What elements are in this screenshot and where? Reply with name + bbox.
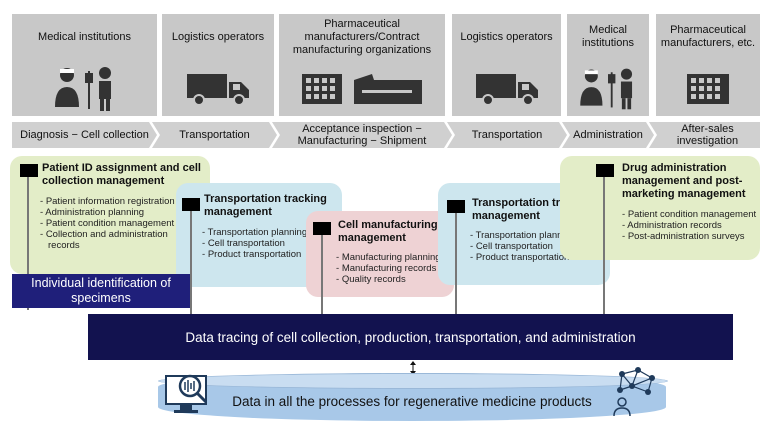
data-tracing-bar: Data tracing of cell collection, product… xyxy=(88,314,733,360)
list-item: Patient information registration xyxy=(40,196,190,207)
cell-mfg-items: Manufacturing planning Manufacturing rec… xyxy=(336,252,452,285)
list-item: Administration planning xyxy=(40,207,190,218)
panel-title-transportation-1: Transportation tracking management xyxy=(204,193,327,218)
list-item: Product transportation xyxy=(202,249,332,260)
stage-diagnosis-cell-collection: Diagnosis − Cell collection xyxy=(12,122,157,148)
truck-icon xyxy=(183,60,253,116)
stage-transportation-1: Transportation xyxy=(152,122,277,148)
list-item: Quality records xyxy=(336,274,452,285)
flag-pole xyxy=(27,170,29,310)
list-item: Cell transportation xyxy=(202,238,332,249)
list-item: Post-administration surveys xyxy=(622,231,758,242)
flag-pole xyxy=(603,176,605,314)
panel-title-patient-id: Patient ID assignment and cell collectio… xyxy=(42,162,201,187)
stage-transportation-2: Transportation xyxy=(447,122,567,148)
list-item: Patient condition management xyxy=(40,218,190,229)
stage-acceptance-manufacturing-shipment: Acceptance inspection − Manufacturing − … xyxy=(272,122,452,148)
flag-marker xyxy=(313,222,331,235)
actor-label: Pharmaceutical manufacturers/Contract ma… xyxy=(292,17,432,56)
truck-icon xyxy=(472,60,542,116)
doctor-patient-icon xyxy=(45,60,125,116)
actor-medical-institutions-2: Medical institutions xyxy=(567,14,649,116)
actor-label: Logistics operators xyxy=(460,30,553,43)
list-item: Manufacturing records xyxy=(336,263,452,274)
patient-items: Patient information registration Adminis… xyxy=(40,196,190,251)
list-item: Transportation planning xyxy=(470,230,604,241)
data-cylinder-label: Data in all the processes for regenerati… xyxy=(232,393,592,409)
flag-pole xyxy=(321,228,323,314)
panel-drug-administration xyxy=(560,156,760,260)
doctor-patient-icon xyxy=(571,60,645,116)
flag-marker xyxy=(182,198,200,211)
actor-logistics-operators-1: Logistics operators xyxy=(162,14,274,116)
list-item: Administration records xyxy=(622,220,758,231)
data-cylinder: Data in all the processes for regenerati… xyxy=(158,373,668,421)
actor-label: Medical institutions xyxy=(582,24,634,49)
stage-administration: Administration xyxy=(562,122,654,148)
panel-title-cell-manufacturing: Cell manufacturing management xyxy=(338,219,438,244)
factory-icon xyxy=(292,60,432,116)
transport2-items: Transportation planning Cell transportat… xyxy=(470,230,604,263)
actor-pharmaceutical-manufacturers-etc: Pharmaceutical manufacturers, etc. xyxy=(656,14,760,116)
actor-label: Medical institutions xyxy=(38,30,131,43)
list-item: Patient condition management xyxy=(622,209,758,220)
list-item: Product transportation xyxy=(470,252,604,263)
stage-after-sales-investigation: After-sales investigation xyxy=(649,122,760,148)
actor-medical-institutions-1: Medical institutions xyxy=(12,14,157,116)
actor-label: Pharmaceutical manufacturers, etc. xyxy=(660,24,756,49)
individual-identification-box: Individual identification of specimens xyxy=(12,274,190,308)
transport1-items: Transportation planning Cell transportat… xyxy=(202,227,332,260)
network-person-icon xyxy=(613,367,655,417)
flag-pole xyxy=(455,206,457,314)
building-icon xyxy=(683,60,733,116)
actor-pharmaceutical-manufacturers: Pharmaceutical manufacturers/Contract ma… xyxy=(279,14,445,116)
list-item: Cell transportation xyxy=(470,241,604,252)
drug-admin-items: Patient condition management Administrat… xyxy=(622,209,758,242)
actor-logistics-operators-2: Logistics operators xyxy=(452,14,561,116)
actor-label: Logistics operators xyxy=(171,30,265,43)
list-item: Manufacturing planning xyxy=(336,252,452,263)
list-item: Transportation planning xyxy=(202,227,332,238)
monitor-search-icon xyxy=(165,374,208,413)
flag-marker xyxy=(596,164,614,177)
list-item: Collection and administration records xyxy=(40,229,190,251)
flag-pole xyxy=(190,200,192,314)
flag-marker xyxy=(447,200,465,213)
panel-title-drug-administration: Drug administration management and post-… xyxy=(622,162,746,200)
flag-marker xyxy=(20,164,38,177)
